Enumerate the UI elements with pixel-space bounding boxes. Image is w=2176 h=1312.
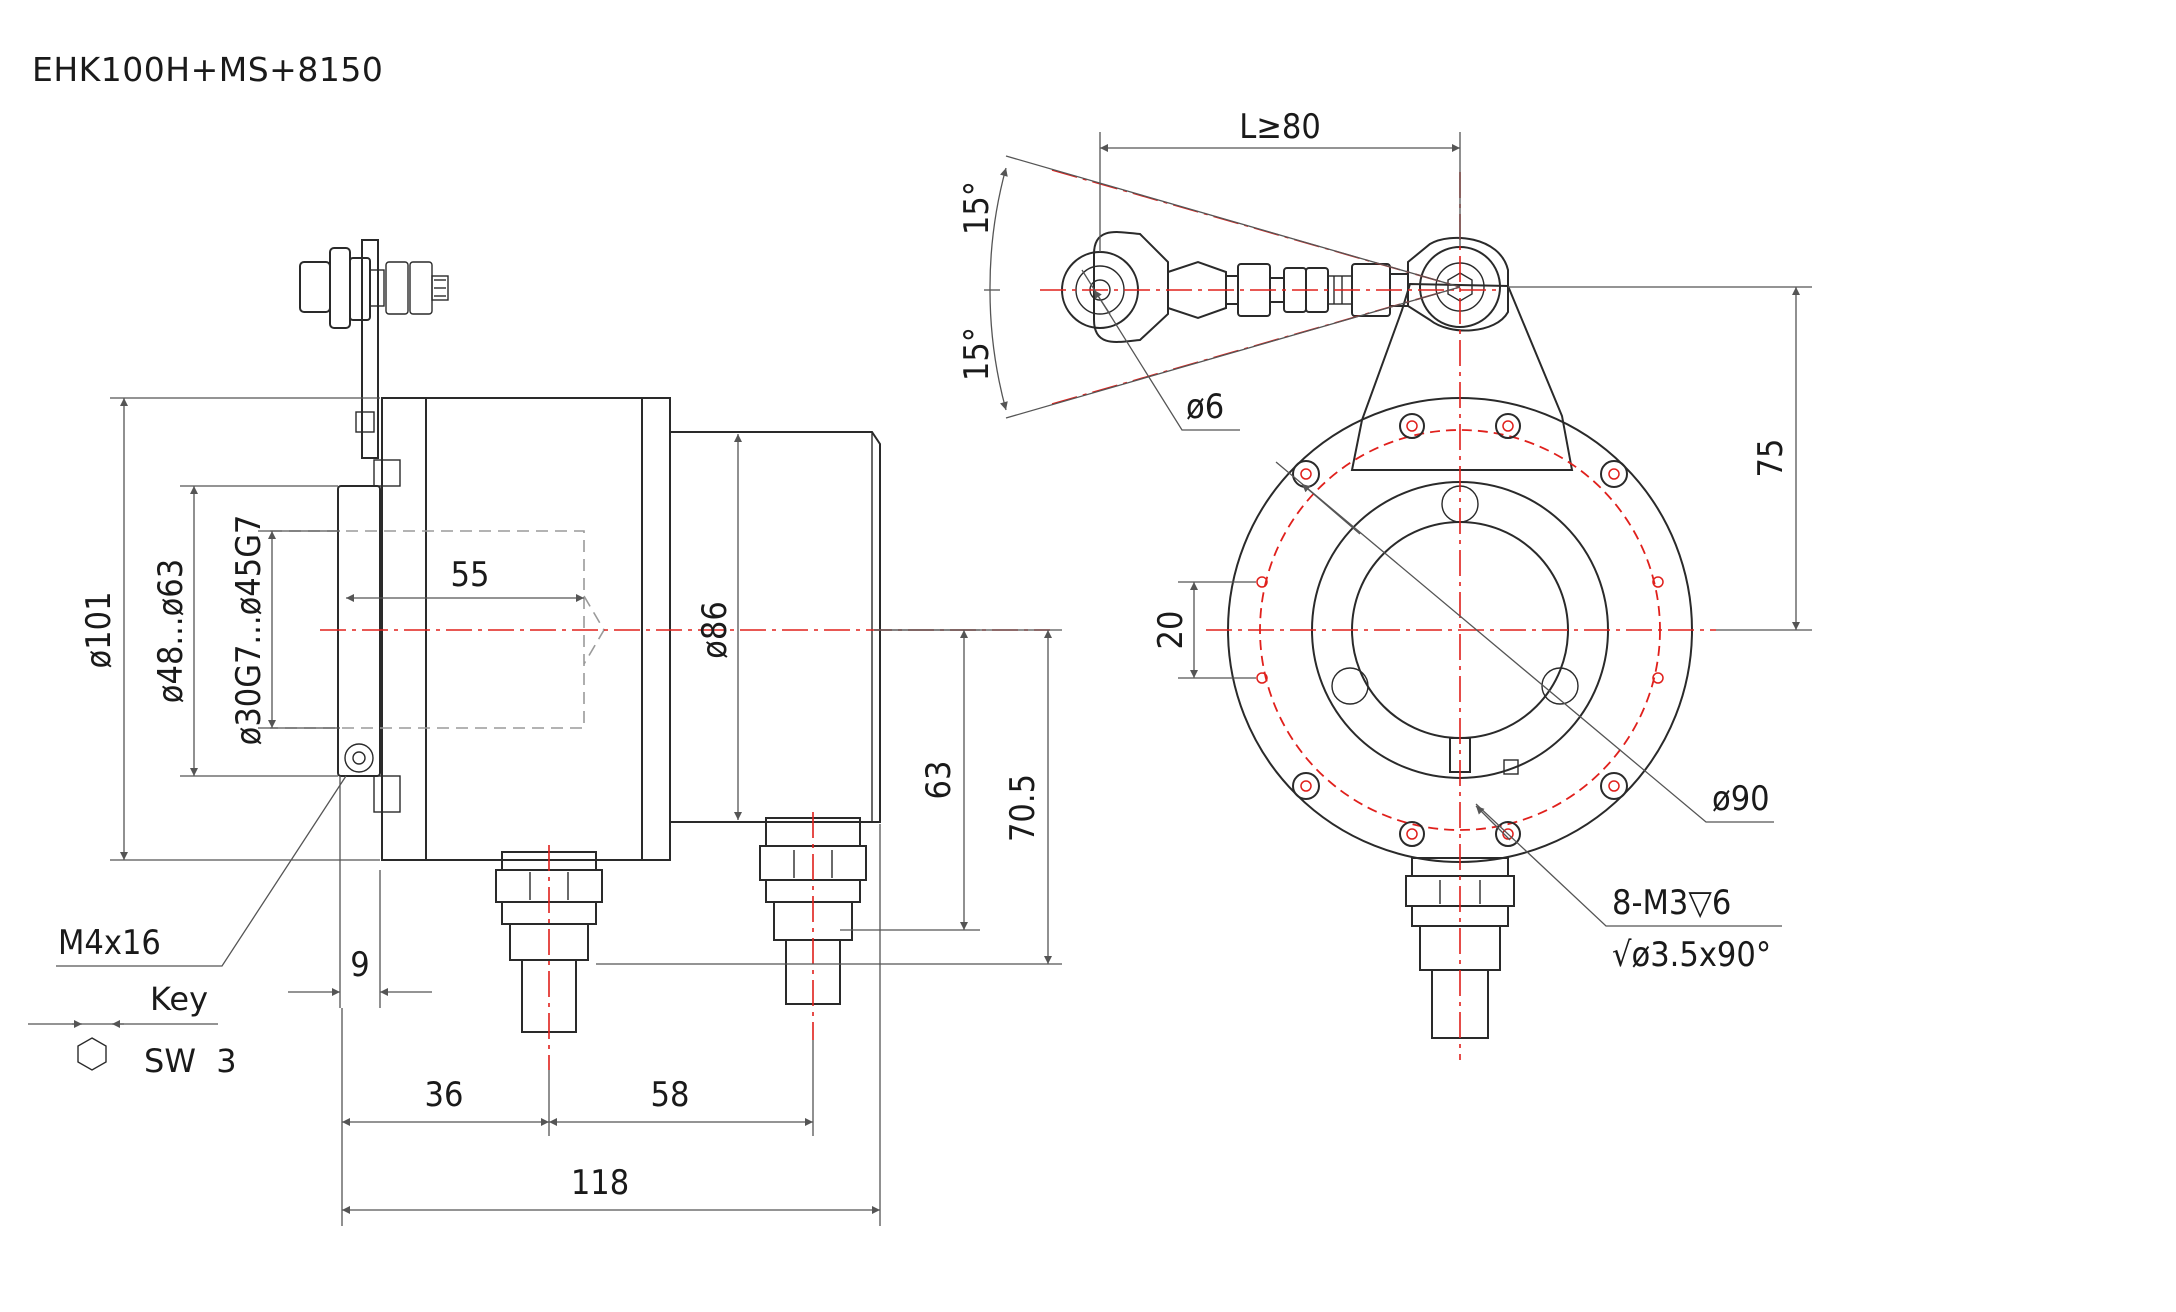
ring-hole-left	[1331, 667, 1369, 705]
svg-text:8-M3▽6: 8-M3▽6	[1612, 883, 1731, 923]
clamp-ring	[337, 411, 401, 813]
ring-hole-right	[1541, 667, 1579, 705]
hidden-bore	[270, 530, 585, 729]
svg-text:75: 75	[1751, 439, 1791, 478]
encoder-housing	[381, 397, 881, 861]
dim-arm-height: 75	[1508, 286, 1812, 631]
svg-text:55: 55	[451, 555, 490, 595]
dim-height-70-5: 70.5	[596, 629, 1062, 965]
front-view: L≥80 15° 15° ø6 75	[957, 107, 1812, 1060]
svg-text:15°: 15°	[957, 327, 997, 381]
key-callout: Key SW 3	[28, 980, 237, 1080]
svg-text:63: 63	[919, 761, 959, 800]
hex-key-icon	[77, 1037, 107, 1071]
svg-text:20: 20	[1151, 611, 1191, 650]
mounting-holes	[1256, 413, 1664, 847]
svg-text:ø101: ø101	[79, 591, 119, 668]
rod-end-left	[1061, 231, 1169, 343]
svg-text:58: 58	[651, 1075, 690, 1115]
svg-text:ø86: ø86	[695, 601, 735, 659]
dim-insert-depth: 55	[346, 555, 584, 602]
svg-text:L≥80: L≥80	[1239, 107, 1321, 147]
linkage-rod	[1167, 260, 1409, 320]
side-view: ø101 ø48...ø63 ø30G7...ø45G7 55 ø86	[28, 239, 1062, 1226]
dim-pitch-circle: ø90	[1275, 461, 1774, 823]
dim-outer-diameter: ø101	[79, 397, 380, 861]
dim-angles: 15° 15°	[957, 155, 1461, 419]
svg-text:118: 118	[571, 1163, 629, 1203]
torque-arm-plate	[1350, 282, 1574, 471]
svg-text:Key: Key	[150, 980, 208, 1018]
svg-text:SW 3: SW 3	[144, 1042, 237, 1080]
dim-horizontal-chain: 36 58 118	[341, 824, 881, 1226]
svg-text:70.5: 70.5	[1003, 774, 1043, 842]
svg-text:ø48...ø63: ø48...ø63	[151, 559, 191, 703]
dim-flange-thickness: 9	[288, 776, 432, 1008]
svg-text:√ø3.5x90°: √ø3.5x90°	[1612, 935, 1771, 975]
dim-shaft-range: ø48...ø63	[151, 485, 338, 777]
drawing-title: EHK100H+MS+8150	[32, 50, 384, 89]
svg-text:36: 36	[425, 1075, 464, 1115]
svg-text:M4x16: M4x16	[58, 923, 161, 963]
screw-callout: M4x16	[56, 775, 347, 967]
svg-text:15°: 15°	[957, 181, 997, 235]
dim-slot-width: 20	[1151, 581, 1256, 679]
thread-callout: 8-M3▽6 √ø3.5x90°	[1475, 803, 1782, 975]
dim-rod-end-hole: ø6	[1081, 269, 1240, 431]
svg-text:9: 9	[350, 945, 369, 985]
svg-text:ø90: ø90	[1712, 779, 1770, 819]
svg-text:ø6: ø6	[1186, 387, 1224, 427]
dim-arm-length: L≥80	[1099, 107, 1461, 252]
torque-arm-bolt	[299, 239, 449, 459]
dim-body-diameter: ø86	[695, 434, 742, 820]
dim-bore-range: ø30G7...ø45G7	[229, 515, 340, 746]
svg-text:ø30G7...ø45G7: ø30G7...ø45G7	[229, 515, 269, 746]
